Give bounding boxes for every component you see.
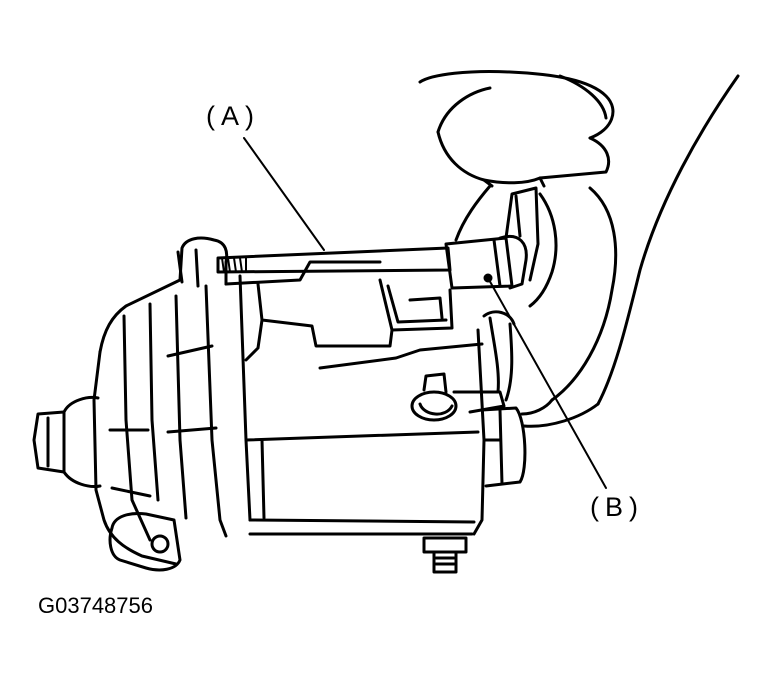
leader-line-b [487, 277, 607, 489]
drive-housing [92, 236, 252, 572]
callout-label-b: (B) [590, 492, 644, 522]
bottom-terminal-bolt [422, 536, 468, 574]
solenoid-bracket [378, 278, 454, 332]
end-frame [480, 406, 527, 488]
socket-wrench [444, 186, 540, 290]
field-frame [224, 260, 486, 536]
through-bolt [216, 246, 452, 274]
drive-end-nose [32, 396, 102, 488]
terminal-stud [410, 310, 516, 422]
figure-id: G03748756 [38, 593, 153, 618]
leader-line-a [243, 137, 325, 251]
hand-illustration [418, 70, 740, 428]
callout-label-a: (A) [206, 101, 260, 131]
